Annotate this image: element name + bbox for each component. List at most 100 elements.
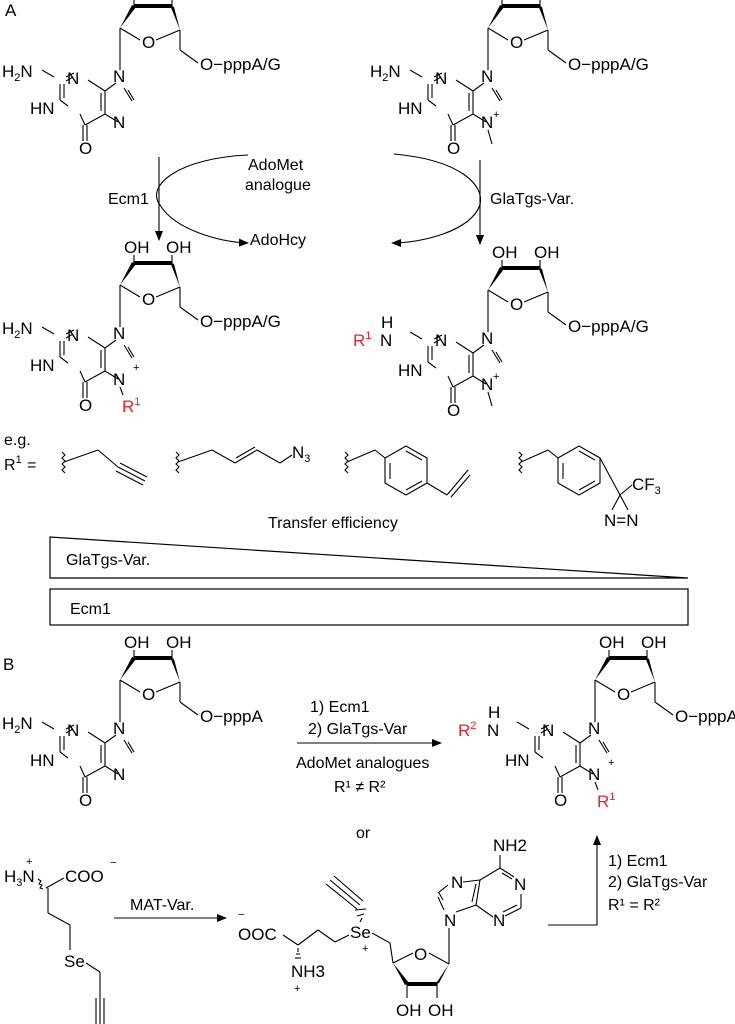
carbonyl-o: O <box>554 791 567 810</box>
phosphate-tail: O−pppA <box>675 707 735 726</box>
adenine-n3: N <box>493 911 505 930</box>
carboxylate: OOC <box>238 925 277 944</box>
charge-plus: + <box>493 371 499 383</box>
n-atom: N <box>67 326 79 345</box>
ring-oxygen: O <box>142 33 155 52</box>
step-1: 1) Ecm1 <box>310 699 370 716</box>
charge-plus: + <box>133 362 139 374</box>
n-atom: N <box>435 69 447 88</box>
phosphate-tail: O−pppA/G <box>200 312 281 331</box>
phosphate-tail: O−pppA/G <box>568 317 649 336</box>
amine-h: H <box>488 703 500 722</box>
amine-h: H <box>381 313 393 332</box>
carbonyl-o: O <box>447 139 460 158</box>
nh-label: HN <box>30 356 55 375</box>
bar-ecm1-rect <box>49 588 689 626</box>
substrate-guanosine-cap: H2N N HN O N N O OH OH O−pppA/G <box>2 0 281 158</box>
mat-label: MAT-Var. <box>130 897 194 914</box>
group-propargyl <box>61 449 148 486</box>
route-step-1: 1) Ecm1 <box>608 853 668 870</box>
substrate-m7g-cap: H2N N HN O N N + O OH OH O−pppA/G <box>370 0 649 158</box>
diazirine-label: N=N <box>604 511 638 530</box>
bar-glatgs-wedge <box>49 536 689 579</box>
adenine-n9: N <box>444 911 456 930</box>
n9-atom: N <box>113 67 125 86</box>
phosphate-tail: O−pppA/G <box>568 55 649 74</box>
cf3-label: CF3 <box>632 475 661 497</box>
hydroxyl-2: OH <box>124 633 150 652</box>
r2-substituent: R2 <box>458 720 476 740</box>
bar-ecm1-label: Ecm1 <box>70 601 111 618</box>
group-azidobutenyl: N3 <box>175 443 310 474</box>
selenopropargyl-homocysteine: + H3N COO − Se <box>4 856 116 1024</box>
n7-atom: N <box>481 113 493 132</box>
r1-substituent: R1 <box>597 791 615 811</box>
route-arrow <box>548 835 601 926</box>
condition-not-equal: R¹ ≠ R² <box>334 779 386 796</box>
transfer-efficiency: Transfer efficiency GlaTgs-Var. Ecm1 <box>49 515 689 626</box>
nh-label: HN <box>30 751 55 770</box>
cofactor-out: AdoHcy <box>250 232 306 249</box>
charge-minus: − <box>110 857 116 869</box>
product-dual-labelled: R2 H N N HN O N N + R1 O OH OH O−pppA <box>458 633 735 811</box>
phosphate-tail: O−pppA/G <box>200 55 281 74</box>
panel-label-a: A <box>5 1 17 20</box>
hydroxyl-3: OH <box>428 1001 454 1020</box>
route-step-2: 2) GlaTgs-Var <box>608 874 708 891</box>
n-atom: N <box>542 721 554 740</box>
cofactor-in-line2: analogue <box>245 177 311 194</box>
r1-substituent: R1 <box>122 396 140 416</box>
efficiency-title: Transfer efficiency <box>268 515 398 532</box>
nh-label: HN <box>398 361 423 380</box>
ring-oxygen: O <box>414 945 427 964</box>
enzyme-ecm1: Ecm1 <box>108 191 149 208</box>
bar-glatgs-label: GlaTgs-Var. <box>66 552 150 569</box>
carbonyl-o: O <box>79 791 92 810</box>
n7-atom: N <box>588 765 600 784</box>
ring-oxygen: O <box>142 290 155 309</box>
hydroxyl-3: OH <box>641 633 667 652</box>
substrate-gppa: H2N N HN O N N O OH OH O−pppA <box>2 633 264 810</box>
azide-label: N3 <box>292 443 310 465</box>
charge-plus-se: + <box>362 943 368 955</box>
adenine-nh2: NH2 <box>493 836 527 855</box>
ring-oxygen: O <box>617 685 630 704</box>
charge-minus: − <box>238 909 244 921</box>
second-route: 1) Ecm1 2) GlaTgs-Var R¹ = R² <box>548 835 708 926</box>
hydroxyl-3: OH <box>534 243 560 262</box>
charge-plus: + <box>26 856 32 868</box>
amine-label: NH3 <box>291 962 325 981</box>
carbonyl-o: O <box>447 401 460 420</box>
reaction-arrow-sequential: 1) Ecm1 2) GlaTgs-Var AdoMet analogues R… <box>296 699 442 796</box>
n9-atom: N <box>113 719 125 738</box>
n9-atom: N <box>481 329 493 348</box>
n-atom: N <box>435 331 447 350</box>
hydroxyl-2: OH <box>599 633 625 652</box>
adenine-n7: N <box>451 873 463 892</box>
methylation-cycle: AdoMet analogue AdoHcy Ecm1 GlaTgs-Var. <box>108 153 574 249</box>
r1-examples: e.g. R1 = N3 <box>4 432 661 530</box>
amine-n: N <box>487 721 499 740</box>
arrow-below-label: AdoMet analogues <box>296 755 429 772</box>
amine-label: H2N <box>370 62 401 84</box>
hydroxyl-2: OH <box>492 243 518 262</box>
n9-atom: N <box>588 719 600 738</box>
hydroxyl-3: OH <box>166 238 192 257</box>
product-n7-alkylated: H2N N HN O N N + R1 O OH OH O−pppA/G <box>2 238 281 416</box>
or-label: or <box>356 825 371 842</box>
mat-arrow-group: MAT-Var. <box>114 897 227 922</box>
carbonyl-o: O <box>79 139 92 158</box>
cofactor-in-line1: AdoMet <box>248 157 304 174</box>
r1-substituent: R1 <box>353 330 371 350</box>
amine-label: H2N <box>2 62 33 84</box>
ring-oxygen: O <box>510 295 523 314</box>
adenine-n1: N <box>514 875 526 894</box>
enzyme-glatgs: GlaTgs-Var. <box>490 191 574 208</box>
phosphate-tail: O−pppA <box>200 707 264 726</box>
charge-plus-amine: + <box>294 983 300 995</box>
carboxylate: COO <box>65 867 104 886</box>
group-vinylbenzyl <box>344 445 471 498</box>
n9-atom: N <box>113 324 125 343</box>
